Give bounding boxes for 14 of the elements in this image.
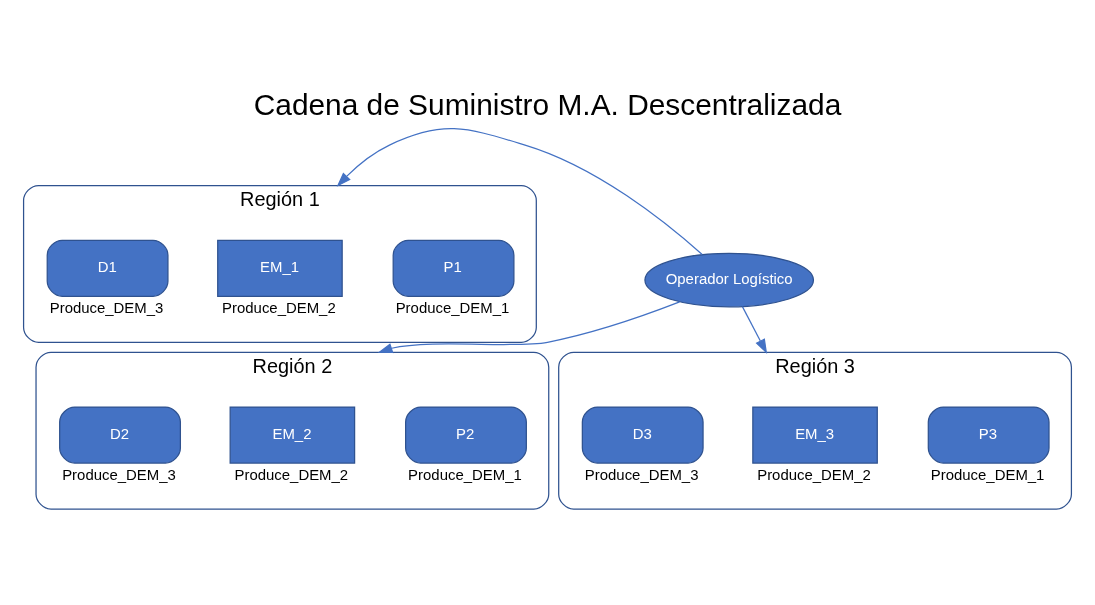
node-label: Produce_DEM_3 xyxy=(584,465,699,483)
node-label: Produce_DEM_1 xyxy=(395,299,510,317)
node-ellipse: Operador Logístico xyxy=(644,252,815,308)
node-label: Produce_DEM_2 xyxy=(234,465,349,483)
node-label: Produce_DEM_3 xyxy=(62,465,176,483)
arrow xyxy=(741,306,768,354)
node-label: Produce_DEM_2 xyxy=(222,299,336,317)
diagram-title: Cadena de Suministro M.A. Descentralizada xyxy=(253,87,842,121)
node-label: Produce_DEM_1 xyxy=(930,465,1045,483)
node-label: Produce_DEM_2 xyxy=(757,465,871,483)
node-label: Produce_DEM_1 xyxy=(408,465,522,483)
arrow xyxy=(336,128,703,256)
arrow xyxy=(377,301,681,354)
node-label: Produce_DEM_3 xyxy=(49,299,164,317)
